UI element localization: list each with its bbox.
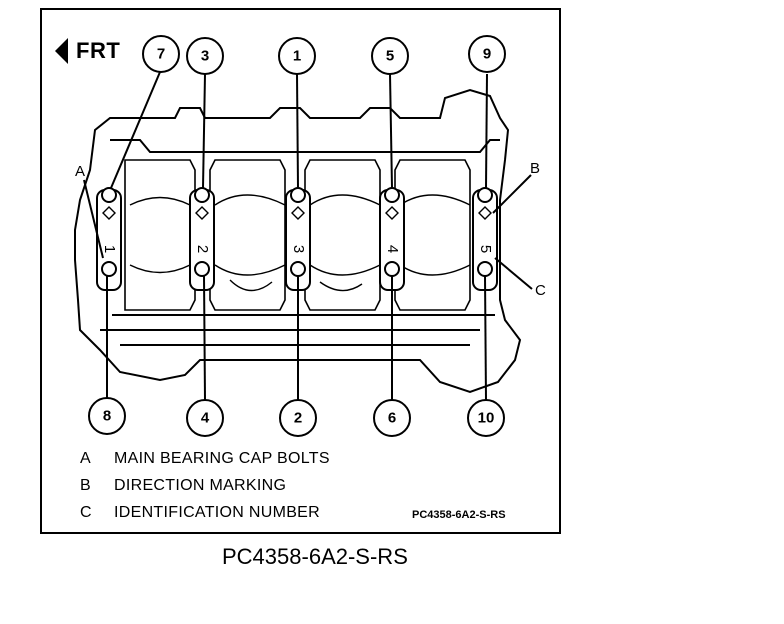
- bolt-6-icon: [384, 261, 400, 277]
- callout-bottom-1: 8: [103, 408, 111, 425]
- front-label: FRT: [76, 38, 121, 63]
- callout-bottom-5: 10: [478, 410, 495, 427]
- cap-id-numbers: 1 2 3 4 5: [101, 245, 494, 253]
- callout-top-4: 5: [386, 48, 394, 65]
- callout-bottom-4: 6: [388, 410, 396, 427]
- letter-a: A: [75, 163, 85, 180]
- bolt-3-icon: [194, 187, 210, 203]
- letter-b: B: [530, 160, 540, 177]
- bolt-8-icon: [101, 261, 117, 277]
- cap-number-2: 2: [194, 245, 211, 253]
- bolt-1-icon: [290, 187, 306, 203]
- callout-circles: [88, 35, 506, 437]
- bolt-2-icon: [290, 261, 306, 277]
- direction-mark-icon: [102, 206, 116, 220]
- legend-key: B: [80, 477, 91, 494]
- legend-key: A: [80, 450, 91, 467]
- callout-bottom-3: 2: [294, 410, 302, 427]
- legend-key: C: [80, 504, 92, 521]
- direction-mark-icon: [291, 206, 305, 220]
- direction-mark-icon: [385, 206, 399, 220]
- cap-number-4: 4: [384, 245, 401, 253]
- bolt-7-icon: [101, 187, 117, 203]
- cap-number-1: 1: [101, 245, 118, 253]
- leader-lines: [83, 71, 533, 401]
- figure-ref-inner: PC4358-6A2-S-RS: [412, 509, 506, 521]
- letter-c: C: [535, 282, 546, 299]
- callout-top-1: 7: [157, 46, 165, 63]
- bolt-10-icon: [477, 261, 493, 277]
- cap-number-3: 3: [290, 245, 307, 253]
- front-arrow-icon: [55, 38, 68, 64]
- front-direction-indicator: FRT: [55, 38, 120, 64]
- legend: A MAIN BEARING CAP BOLTS B DIRECTION MAR…: [80, 450, 460, 531]
- bolt-5-icon: [384, 187, 400, 203]
- legend-row: A MAIN BEARING CAP BOLTS: [80, 450, 460, 477]
- letter-callouts: A B C: [75, 160, 546, 299]
- direction-arrow-marks: [102, 206, 492, 220]
- bolt-9-icon: [477, 187, 493, 203]
- cap-bolts: [101, 187, 493, 277]
- legend-row: C IDENTIFICATION NUMBER: [80, 504, 460, 531]
- callout-top-3: 1: [293, 48, 301, 65]
- callout-top-2: 3: [201, 48, 209, 65]
- legend-desc: DIRECTION MARKING: [114, 477, 287, 494]
- direction-mark-icon: [195, 206, 209, 220]
- legend-row: B DIRECTION MARKING: [80, 477, 460, 504]
- crank-webs: [129, 194, 471, 292]
- figure-ref-caption: PC4358-6A2-S-RS: [222, 544, 408, 569]
- direction-mark-icon: [478, 206, 492, 220]
- callout-numbers: 7 3 1 5 9 8 4 2 6 10: [103, 46, 495, 427]
- callout-top-5: 9: [483, 46, 491, 63]
- legend-desc: IDENTIFICATION NUMBER: [114, 504, 321, 521]
- legend-desc: MAIN BEARING CAP BOLTS: [114, 450, 330, 467]
- bolt-4-icon: [194, 261, 210, 277]
- callout-bottom-2: 4: [201, 410, 210, 427]
- block-outline: [74, 88, 522, 394]
- cap-number-5: 5: [477, 245, 494, 253]
